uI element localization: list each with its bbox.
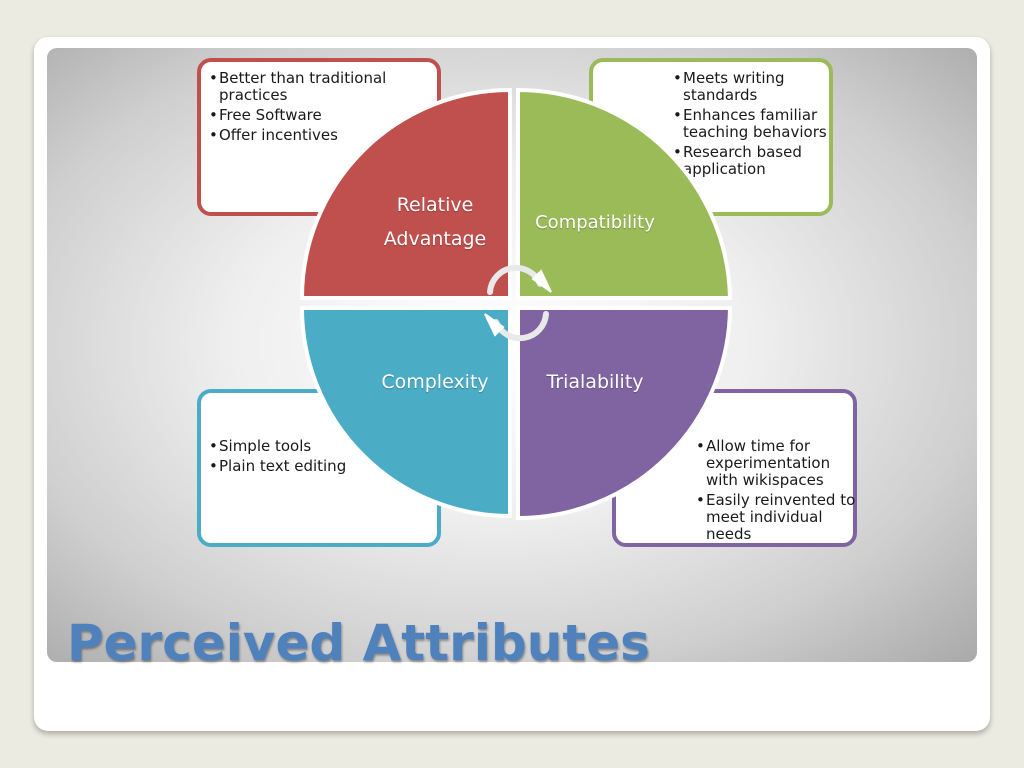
relative-advantage-bullet: Offer incentives (209, 127, 437, 145)
trialability-bullet: Allow time for experimentation with wiki… (696, 438, 856, 489)
trialability-bullet: Easily reinvented to meet individual nee… (696, 492, 856, 543)
complexity-label: Complexity (381, 371, 489, 393)
complexity-bullet: Plain text editing (209, 458, 437, 476)
relative-advantage-bullet: Free Software (209, 107, 437, 125)
complexity-bullet: Simple tools (209, 438, 437, 456)
relative-advantage-label: Relative Advantage (345, 188, 525, 256)
compatibility-quadrant (516, 87, 733, 300)
relative-advantage-quadrant (299, 87, 512, 300)
slide-title: Perceived Attributes (67, 614, 650, 672)
relative-advantage-label-line2: Advantage (383, 228, 487, 250)
trialability-label: Trialability (546, 371, 644, 393)
compatibility-label: Compatibility (535, 212, 655, 233)
compatibility-bullet: Research based application (673, 144, 833, 178)
compatibility-bullet: Meets writing standards (673, 70, 833, 104)
compatibility-bullet: Enhances familiar teaching behaviors (673, 107, 833, 141)
relative-advantage-label-line1: Relative (396, 194, 474, 216)
complexity-quadrant (299, 306, 512, 519)
trialability-quadrant (516, 306, 733, 521)
relative-advantage-bullet: Better than traditional practices (209, 70, 437, 104)
circular-arrows-icon (484, 264, 552, 342)
